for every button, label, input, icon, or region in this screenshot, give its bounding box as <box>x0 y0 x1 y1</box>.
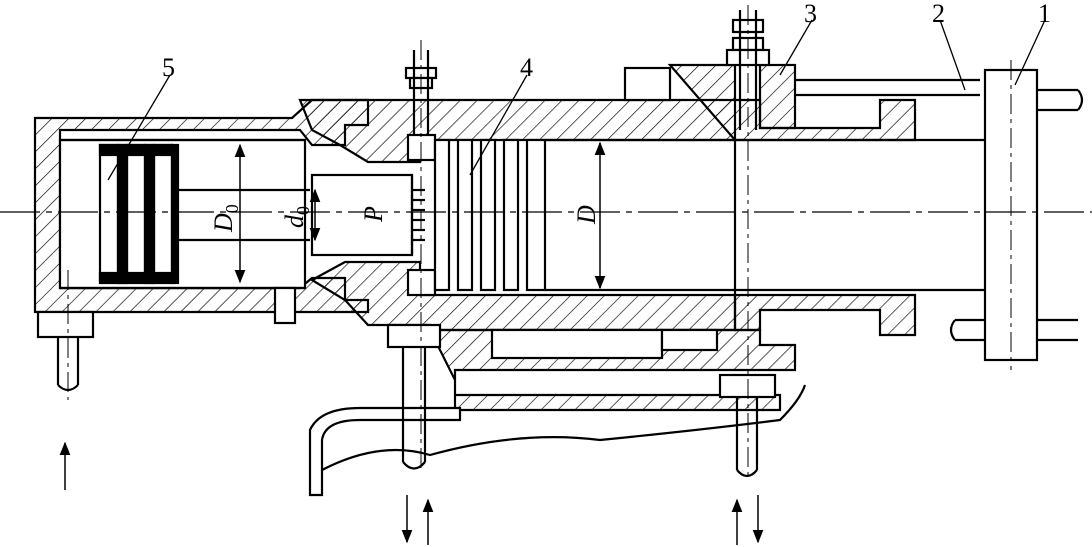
right-body <box>545 63 985 337</box>
label-part-3: 3 <box>804 0 817 28</box>
lower-housing <box>308 328 807 497</box>
label-part-1: 1 <box>1038 0 1051 28</box>
leader-2 <box>939 19 966 91</box>
leader-1 <box>1014 19 1046 86</box>
label-part-4: 4 <box>520 53 533 82</box>
label-P: P <box>359 206 388 223</box>
label-D: D <box>572 205 601 225</box>
leader-5 <box>107 74 171 181</box>
label-part-5: 5 <box>162 53 175 82</box>
label-d0: d0 <box>280 206 313 228</box>
piston-part-4 <box>406 133 547 297</box>
label-part-2: 2 <box>932 0 945 28</box>
small-plug <box>273 286 297 325</box>
flange-part-1 <box>949 68 1084 362</box>
left-inlet-port <box>36 310 95 392</box>
leader-4 <box>469 74 528 176</box>
leader-3 <box>779 19 813 76</box>
label-D0: D0 <box>209 204 242 233</box>
